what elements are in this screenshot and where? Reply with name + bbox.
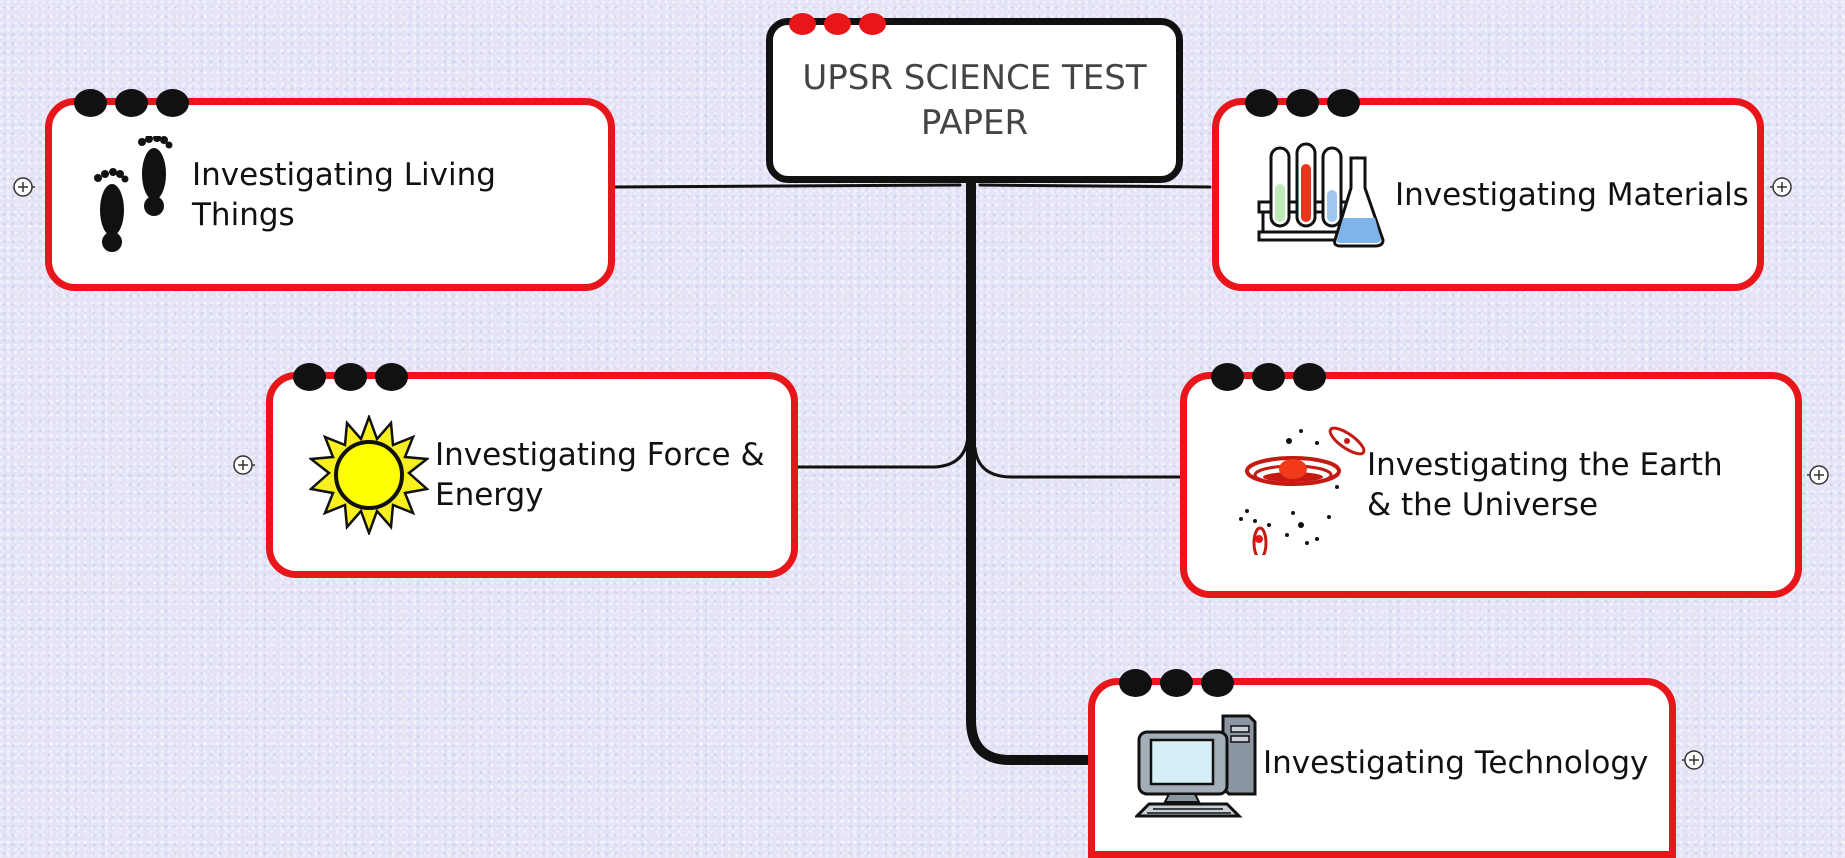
topic-marker-dots xyxy=(1119,669,1234,697)
topic-marker-dots xyxy=(789,13,886,35)
computer-icon xyxy=(1135,714,1257,818)
central-topic[interactable]: UPSR SCIENCE TEST PAPER xyxy=(766,13,1183,183)
topic-marker-dots xyxy=(74,89,189,117)
expand-toggle-icon[interactable] xyxy=(1770,176,1792,198)
central-topic-title: UPSR SCIENCE TEST PAPER xyxy=(802,57,1147,143)
lab-glassware-icon xyxy=(1257,142,1385,247)
footprints-icon xyxy=(94,135,173,252)
expand-toggle-icon[interactable] xyxy=(13,176,35,198)
topic-earth-universe[interactable]: Investigating the Earth & the Universe xyxy=(1180,363,1802,598)
topic-label: Investigating Living Things xyxy=(192,156,496,233)
topic-label: Investigating the Earth & the Universe xyxy=(1367,447,1723,523)
galaxy-icon xyxy=(1239,426,1366,555)
topic-label: Investigating Materials xyxy=(1395,176,1749,213)
topic-marker-dots xyxy=(1211,363,1326,391)
sun-icon xyxy=(309,415,429,535)
expand-toggle-icon[interactable] xyxy=(1682,749,1704,771)
topic-marker-dots xyxy=(1245,89,1360,117)
topic-force-energy[interactable]: Investigating Force & Energy xyxy=(266,363,798,578)
expand-toggle-icon[interactable] xyxy=(1807,464,1829,486)
topic-label: Investigating Technology xyxy=(1263,745,1649,781)
topic-technology[interactable]: Investigating Technology xyxy=(1088,669,1676,858)
expand-toggle-icon[interactable] xyxy=(233,454,255,476)
topic-materials[interactable]: Investigating Materials xyxy=(1212,89,1764,291)
topic-living-things[interactable]: Investigating Living Things xyxy=(45,89,615,291)
topic-marker-dots xyxy=(293,363,408,391)
topic-label: Investigating Force & Energy xyxy=(435,437,765,513)
